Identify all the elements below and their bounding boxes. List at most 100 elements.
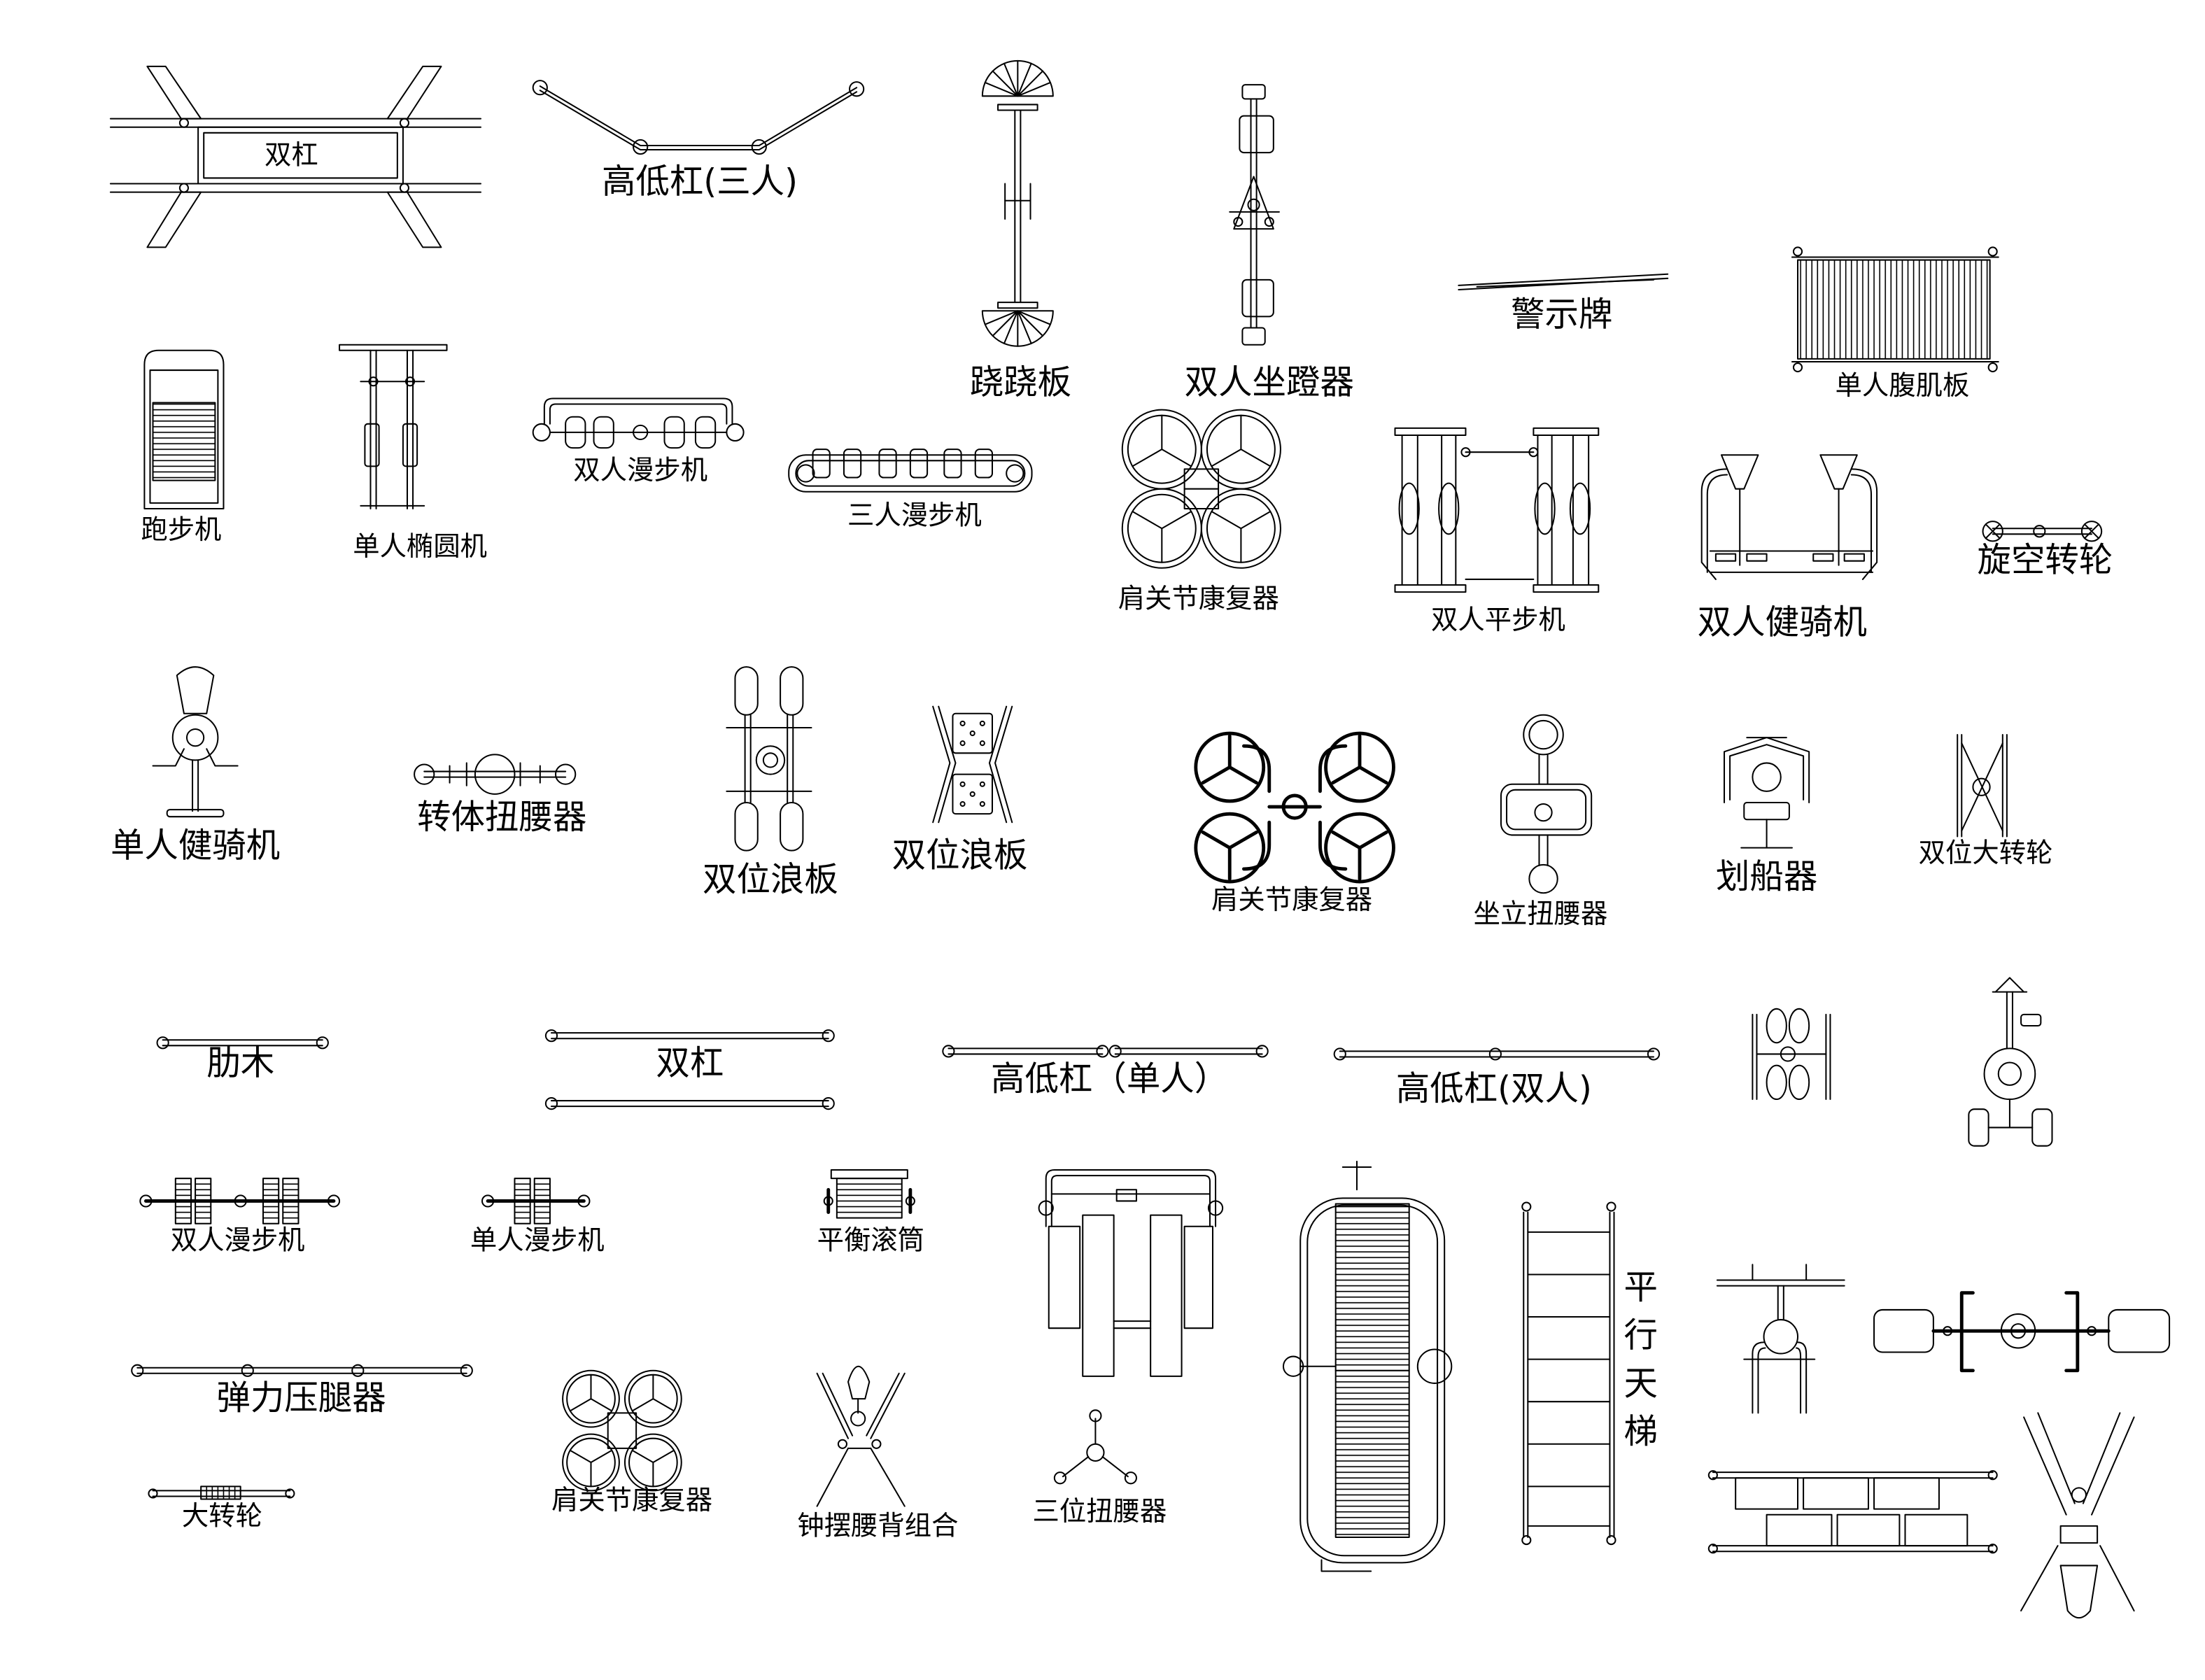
elastic-leg-press-drawing (131, 1364, 473, 1377)
high-low-bars-three-circle-part (532, 80, 548, 96)
horizontal-ladder-circle-part (1521, 1535, 1532, 1546)
unlabeled-t-bar-path-part (1795, 1347, 1802, 1414)
unlabeled-rider-plan-circle-part (1997, 1061, 2022, 1086)
double-stepper-rect-part (1533, 584, 1600, 593)
double-wave-board-left-drawing (726, 666, 812, 852)
unlabeled-long-assembly-circle-part (2086, 1326, 2097, 1336)
high-low-bars-single-drawing (942, 1045, 1269, 1058)
unlabeled-cell-bars-circle-part (1987, 1470, 1998, 1481)
seesaw-rect-part (997, 302, 1038, 309)
unlabeled-rider-plan-rect-part (2020, 1013, 2042, 1027)
double-walker-bottom-circle-part (327, 1194, 341, 1208)
double-wave-board-right-circle-part (979, 800, 985, 807)
pendulum-waist-back-path-part (816, 1372, 854, 1439)
elastic-leg-press-circle-part (460, 1364, 473, 1377)
double-walker-bottom-circle-part (234, 1194, 247, 1208)
triple-walker-rect-part (843, 449, 862, 479)
double-rider-rect-part (1843, 553, 1865, 562)
balance-roller-rect-part (836, 1178, 903, 1219)
unlabeled-long-assembly-rect-part (1873, 1308, 1934, 1353)
pendulum-waist-back-drawing (816, 1365, 906, 1507)
big-wheel-circle-part (148, 1488, 158, 1499)
double-wave-board-left-rect-part (734, 666, 759, 716)
balance-roller-drawing (823, 1169, 915, 1219)
double-walker-top-path-part (549, 403, 728, 425)
double-wave-board-right-path-part (938, 705, 957, 824)
double-sitting-pedal-rect-part (1241, 84, 1266, 100)
air-swing-wheel-circle-part (1982, 521, 2003, 542)
rowing-machine-drawing (1724, 737, 1810, 849)
shoulder-rehab-bottom-path-part (569, 1449, 613, 1488)
parallel-bars-top-circle-part (399, 118, 410, 128)
treadmill-path-part (143, 349, 225, 509)
elastic-leg-press-circle-part (351, 1364, 365, 1377)
high-low-bars-three-circle-part (849, 81, 865, 97)
unlabeled-v-station-path-part (2020, 1545, 2135, 1612)
shoulder-rehab-bottom-circle-part (562, 1369, 620, 1428)
unlabeled-cell-bars-circle-part (1987, 1544, 1998, 1554)
shoulder-rehab-middle-circle-part (1281, 793, 1308, 820)
parallel-bars-top-rect-part (197, 126, 404, 185)
label-double-wave-board-left: 双位浪板 (703, 860, 838, 899)
double-big-wheel-drawing (1957, 734, 2008, 838)
double-stepper-ellipse-part (1534, 482, 1556, 535)
single-sit-up-board-circle-part (1987, 246, 1998, 257)
triple-twister-line-part (1101, 1455, 1129, 1478)
double-wave-board-left-rect-part (734, 801, 759, 852)
unlabeled-t-bar-path-part (1797, 1341, 1808, 1414)
parallel-bars-top-path-part (386, 65, 442, 120)
label-double-walker-top: 双人漫步机 (573, 455, 707, 486)
shoulder-rehab-bottom-circle-part (624, 1369, 682, 1428)
unlabeled-long-assembly-circle-part (2010, 1323, 2027, 1339)
wall-bars-circle-part (156, 1036, 169, 1050)
wall-bars-drawing (156, 1036, 329, 1050)
parallel-bars-middle-circle-part (822, 1097, 835, 1110)
single-rider-rect-part (166, 809, 225, 818)
single-walker-circle-part (481, 1194, 495, 1208)
unlabeled-rider-plan-rect-part (2031, 1108, 2053, 1147)
label-pendulum-waist-back: 钟摆腰背组合 (797, 1510, 958, 1541)
label-parallel-bars-middle: 双杠 (656, 1044, 724, 1083)
air-swing-wheel-path-part (1985, 523, 2100, 539)
double-stepper-ellipse-part (1398, 482, 1420, 535)
double-rider-drawing (1700, 454, 1878, 580)
parallel-bars-top-drawing (109, 65, 481, 248)
single-rider-drawing (152, 666, 239, 818)
label-warning-sign: 警示牌 (1511, 295, 1612, 334)
double-rider-path-part (1819, 454, 1858, 490)
shoulder-rehab-middle-circle-part (1324, 812, 1395, 884)
shoulder-rehab-bottom-path-part (569, 1374, 613, 1412)
triple-twister-circle-part (1086, 1443, 1105, 1462)
double-wave-board-left-rect-part (780, 801, 804, 852)
triple-twister-circle-part (1053, 1471, 1067, 1485)
shoulder-rehab-bottom-rect-part (607, 1412, 637, 1449)
double-wave-board-right-circle-part (959, 740, 966, 747)
parallel-bars-top-circle-part (178, 183, 189, 193)
high-low-bars-single-circle-part (1096, 1045, 1109, 1058)
shoulder-rehab-top-path-part (1211, 414, 1271, 467)
unlabeled-large-frame-rect-part (1082, 1214, 1115, 1377)
unlabeled-long-assembly-circle-part (2000, 1313, 2036, 1349)
double-wave-board-right-circle-part (969, 730, 975, 737)
unlabeled-long-assembly-path-part (1959, 1291, 1975, 1373)
unlabeled-cell-bars-rect-part (1836, 1513, 1901, 1547)
parallel-bars-top-path-part (386, 191, 442, 248)
double-wave-board-right-circle-part (959, 781, 966, 787)
double-wave-board-right-circle-part (959, 800, 966, 807)
horizontal-ladder-circle-part (1606, 1535, 1616, 1546)
double-stepper-circle-part (1528, 447, 1539, 458)
double-sitting-pedal-circle-part (1233, 216, 1244, 227)
treadmill-rect-part (152, 402, 216, 481)
shoulder-rehab-bottom-circle-part (624, 1433, 682, 1492)
unlabeled-stepper-plan-ellipse-part (1788, 1008, 1810, 1044)
label-high-low-bars-single: 高低杠（单人） (991, 1059, 1228, 1099)
high-low-bars-double-circle-part (1647, 1047, 1661, 1061)
parallel-bars-top-path-part (146, 65, 202, 120)
parallel-bars-top-circle-part (399, 183, 410, 193)
label-air-swing-wheel: 旋空转轮 (1977, 541, 2113, 580)
label-triple-walker: 三人漫步机 (847, 500, 982, 532)
single-sit-up-board-rect-part (1797, 259, 1991, 360)
triple-twister-line-part (1062, 1455, 1090, 1478)
double-wave-board-right-circle-part (979, 720, 985, 726)
parallel-bars-middle-circle-part (822, 1029, 835, 1043)
